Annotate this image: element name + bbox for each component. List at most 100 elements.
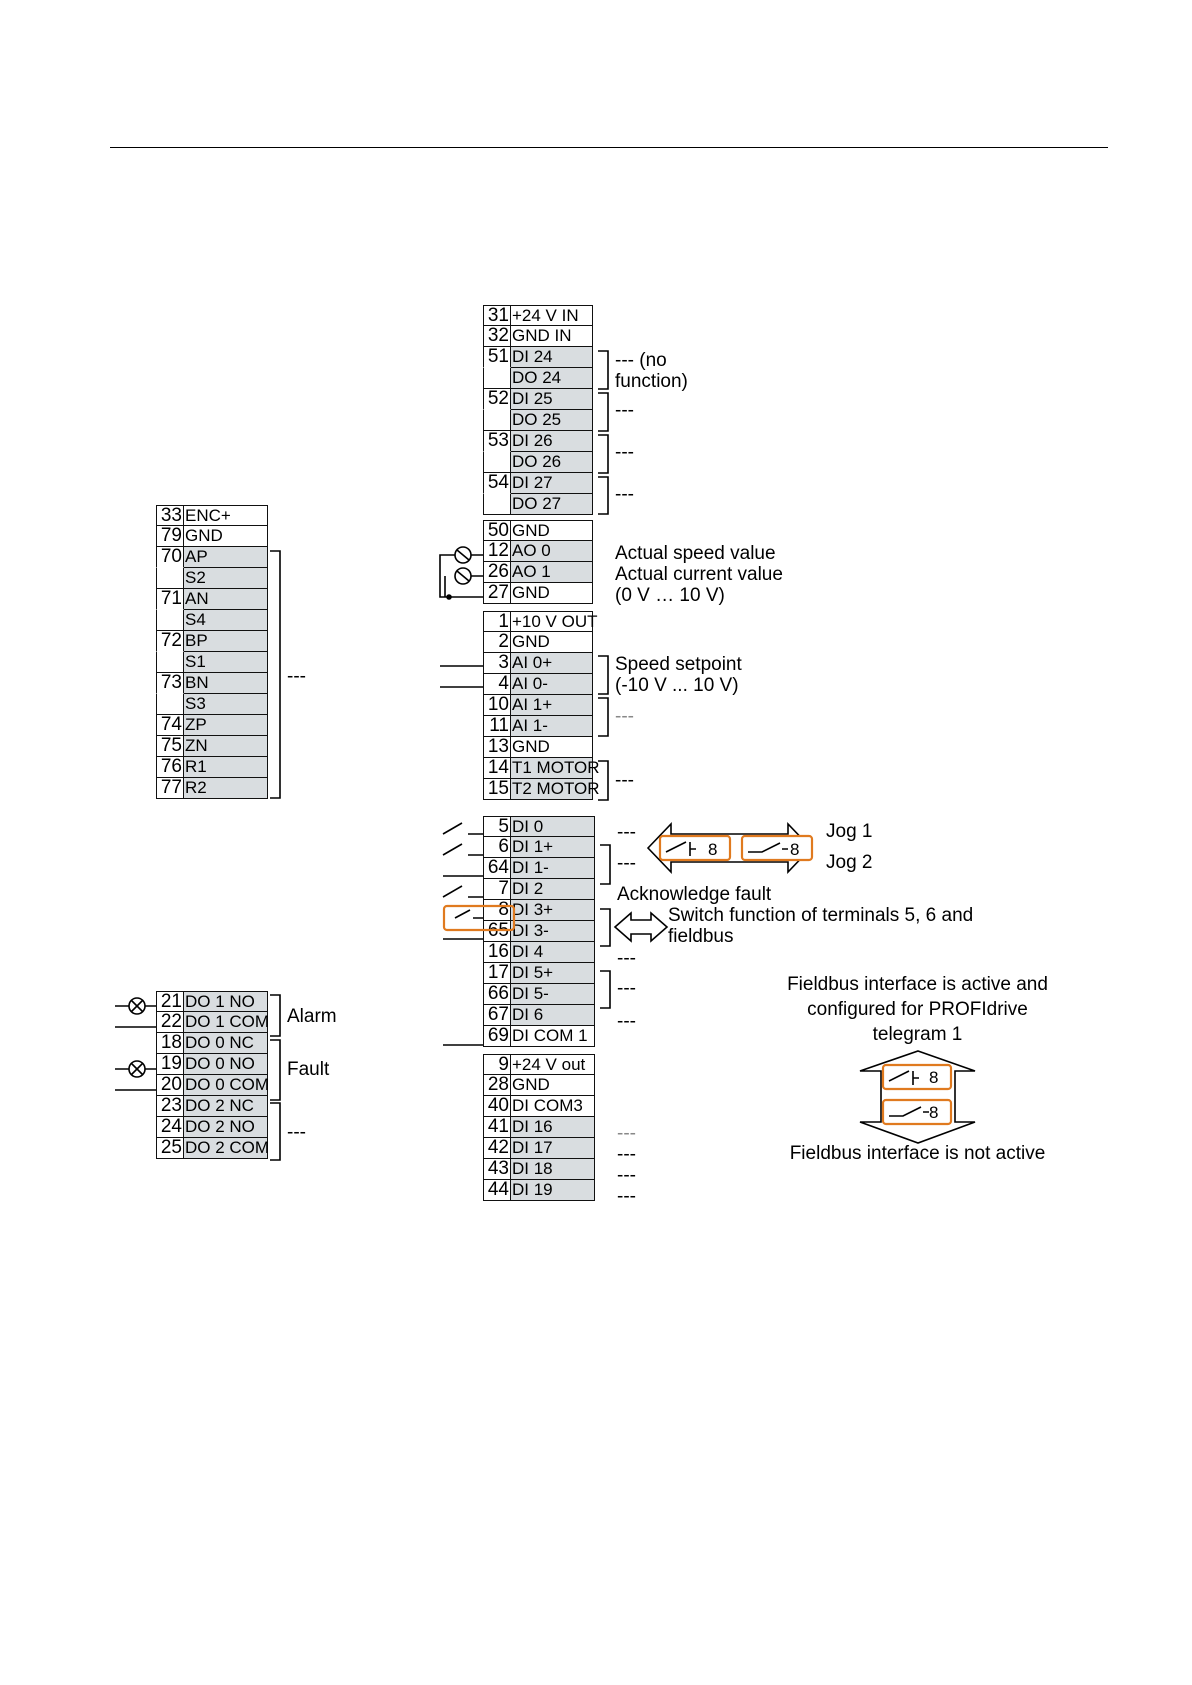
terminal-label: S1 [184, 652, 268, 673]
terminal-label: AO 0 [511, 541, 593, 562]
terminal-number: 71 [156, 589, 184, 610]
ai-range-label: (-10 V ... 10 V) [615, 675, 739, 696]
terminal-row: 9+24 V out [483, 1054, 595, 1075]
terminal-label: T2 MOTOR [511, 779, 600, 800]
terminal-number: 10 [483, 695, 511, 716]
terminal-label: DO 26 [511, 452, 593, 473]
terminal-number [483, 368, 511, 389]
terminal-number: 54 [483, 473, 511, 494]
terminal-number: 19 [156, 1054, 184, 1075]
terminal-label: AI 1- [511, 716, 593, 737]
terminal-label: GND [511, 520, 593, 541]
fieldbus-active-box [881, 1063, 953, 1091]
terminal-label: DI 5- [511, 984, 595, 1005]
bracket-51 [598, 350, 609, 390]
terminal-number: 65 [483, 921, 511, 942]
terminal-number: 69 [483, 1026, 511, 1047]
terminal-label: DI 16 [511, 1117, 595, 1138]
bracket-54 [598, 476, 609, 515]
terminal-number: 41 [483, 1117, 511, 1138]
terminal-number: 64 [483, 858, 511, 879]
terminal-label: S4 [184, 610, 268, 631]
terminal-label: GND IN [511, 326, 593, 347]
dash-label-52: --- [615, 400, 634, 421]
terminal-label: ZN [184, 736, 268, 757]
di1-switch-icon [442, 843, 483, 856]
fieldbus-active-label: Fieldbus interface is active and configu… [787, 974, 1048, 1045]
terminal-row: S3 [156, 694, 268, 715]
terminal-label: DI 27 [511, 473, 593, 494]
dash-label-ai1: --- [615, 706, 634, 727]
dash-label-54: --- [615, 484, 634, 505]
terminal-number: 42 [483, 1138, 511, 1159]
terminal-label: DI COM3 [511, 1096, 595, 1117]
terminal-row: DO 27 [483, 494, 593, 515]
di3-terminal8-box [442, 904, 516, 932]
terminal-label: S2 [184, 568, 268, 589]
jog2-terminal8-label: 8 [790, 840, 799, 859]
terminal-label: DI 3- [511, 921, 595, 942]
terminal-label: GND [511, 1075, 595, 1096]
di2-switch-icon [442, 885, 483, 898]
terminal-number: 73 [156, 673, 184, 694]
terminal-number: 75 [156, 736, 184, 757]
terminal-label: T1 MOTOR [511, 758, 600, 779]
terminal-label: DO 1 NO [184, 991, 268, 1012]
bracket-alarm [270, 994, 281, 1037]
terminal-label: DI 5+ [511, 963, 595, 984]
dash-label-di1: --- [617, 853, 636, 874]
terminal-label: DI 6 [511, 1005, 595, 1026]
terminal-number: 2 [483, 632, 511, 653]
terminal-number: 76 [156, 757, 184, 778]
dash-label-di19: --- [617, 1186, 636, 1207]
terminal-number: 21 [156, 991, 184, 1012]
terminal-label: AN [184, 589, 268, 610]
dash-label-encoder: --- [287, 666, 306, 687]
terminal-number: 6 [483, 837, 511, 858]
terminal-number: 77 [156, 778, 184, 799]
terminal-row: S1 [156, 652, 268, 673]
terminal-label: DI 3+ [511, 900, 595, 921]
terminal-label: GND [184, 526, 268, 547]
jog1-terminal8-box [658, 834, 732, 862]
terminal-label: AI 0- [511, 674, 593, 695]
terminal-number: 67 [483, 1005, 511, 1026]
terminal-number: 7 [483, 879, 511, 900]
terminal-number: 74 [156, 715, 184, 736]
terminal-number: 44 [483, 1180, 511, 1201]
jog2-label: Jog 2 [826, 852, 873, 873]
terminal-number: 22 [156, 1012, 184, 1033]
terminal-number: 18 [156, 1033, 184, 1054]
terminal-label: DO 1 COM [184, 1012, 270, 1033]
terminal-number: 66 [483, 984, 511, 1005]
terminal-number: 43 [483, 1159, 511, 1180]
fault-label: Fault [287, 1059, 330, 1080]
terminal-label: S3 [184, 694, 268, 715]
terminal-label: DI 2 [511, 879, 595, 900]
switch-function-arrow-icon [613, 911, 669, 943]
dash-label-do2: --- [287, 1122, 306, 1143]
bracket-do2 [270, 1102, 281, 1161]
terminal-label: AI 0+ [511, 653, 593, 674]
terminal-number: 40 [483, 1096, 511, 1117]
terminal-row: S4 [156, 610, 268, 631]
fieldbus-inactive-box [881, 1098, 953, 1126]
terminal-label: ZP [184, 715, 268, 736]
